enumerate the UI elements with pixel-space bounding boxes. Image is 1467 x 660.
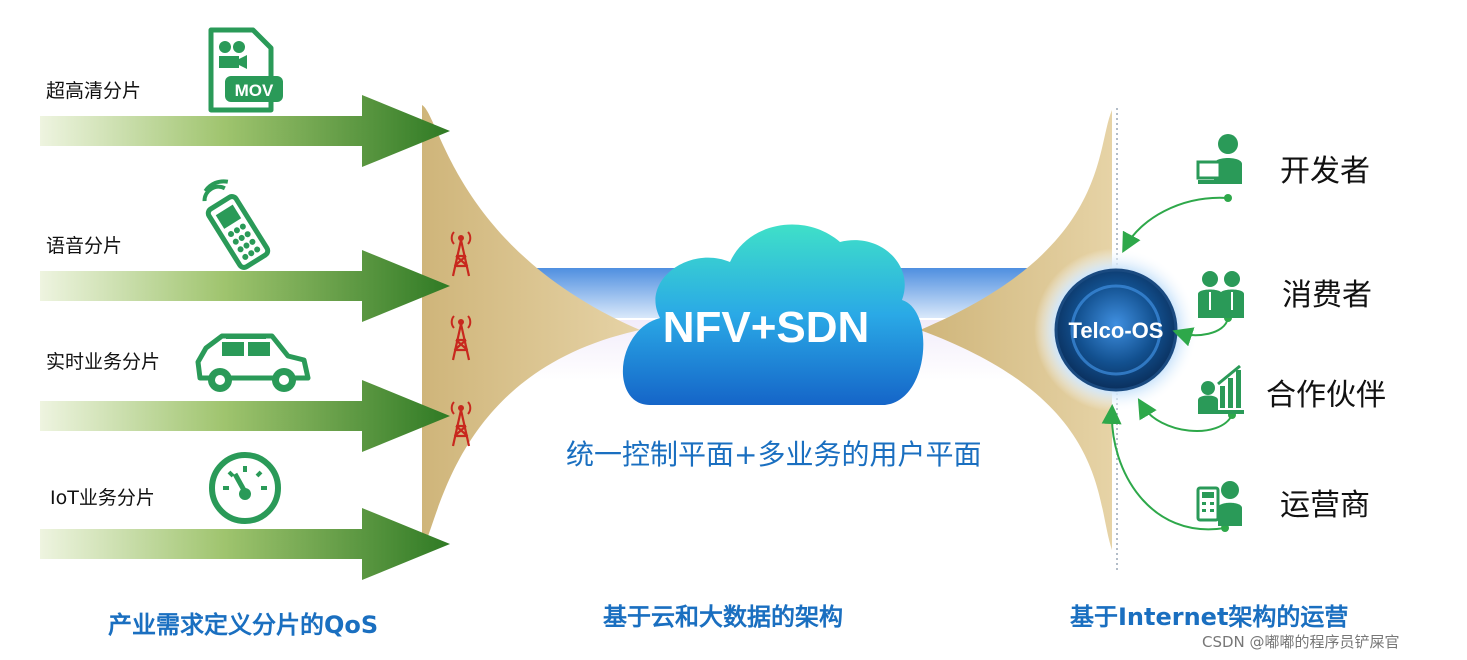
role-label-operator: 运营商 xyxy=(1280,488,1370,523)
car-icon xyxy=(195,333,311,392)
slice-label-iot: IoT业务分片 xyxy=(50,487,155,509)
telco-os-label: Telco-OS xyxy=(1069,318,1164,343)
developer-icon xyxy=(1196,134,1242,184)
nfv-sdn-cloud: NFV+SDN xyxy=(622,224,924,405)
center-caption: 统一控制平面+多业务的用户平面 xyxy=(566,438,982,471)
cloud-label: NFV+SDN xyxy=(663,303,870,352)
slice-arrow xyxy=(40,95,450,167)
partner-icon xyxy=(1198,364,1244,414)
role-label-developer: 开发者 xyxy=(1280,154,1370,189)
role-arrows xyxy=(1101,196,1233,531)
section-title-right: 基于Internet架构的运营 xyxy=(1070,603,1349,631)
watermark: CSDN @嘟嘟的程序员铲屎官 xyxy=(1202,633,1400,651)
mobile-phone-icon xyxy=(202,179,271,270)
slice-label-uhd: 超高清分片 xyxy=(46,80,142,102)
role-arrow xyxy=(1122,196,1229,254)
role-label-partner: 合作伙伴 xyxy=(1266,378,1386,413)
slice-arrow xyxy=(40,380,450,452)
role-arrow xyxy=(1172,317,1229,347)
gauge-icon xyxy=(209,452,281,524)
role-arrow xyxy=(1101,404,1226,531)
section-title-center: 基于云和大数据的架构 xyxy=(603,603,843,631)
mov-label: MOV xyxy=(235,81,274,100)
mov-file-icon: MOV xyxy=(208,27,283,113)
role-arrow xyxy=(1137,398,1233,432)
operator-icon xyxy=(1196,481,1242,526)
slice-label-realtime: 实时业务分片 xyxy=(46,351,161,373)
slice-arrow xyxy=(40,508,450,580)
right-funnel xyxy=(920,110,1112,550)
section-title-left: 产业需求定义分片的QoS xyxy=(108,611,379,639)
telco-os-disc: Telco-OS xyxy=(1034,248,1198,412)
role-label-consumer: 消费者 xyxy=(1282,278,1372,313)
left-funnel xyxy=(422,105,640,550)
slice-label-voice: 语音分片 xyxy=(46,235,123,257)
slice-arrow xyxy=(40,250,450,322)
slice-arrows xyxy=(40,95,450,580)
consumer-icon xyxy=(1198,271,1244,318)
